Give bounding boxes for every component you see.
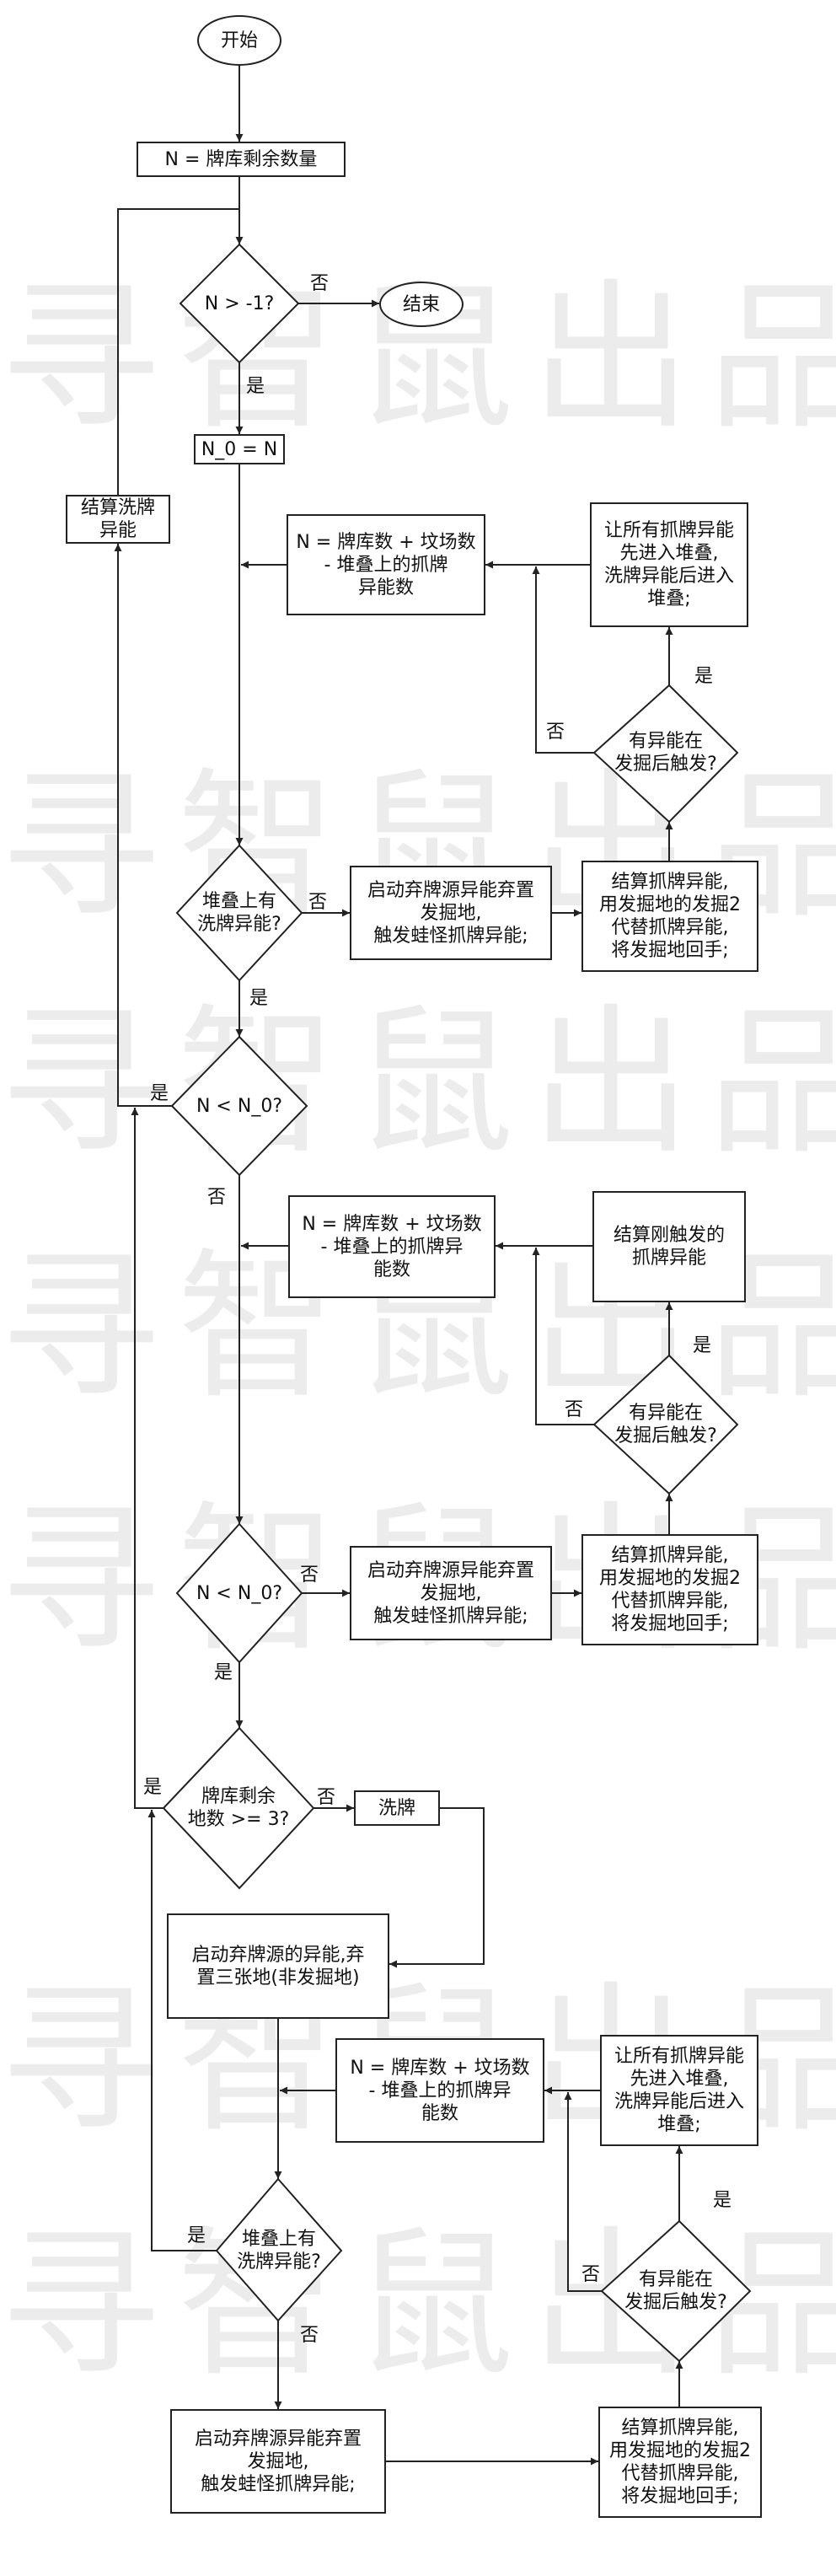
decision-diamond xyxy=(179,243,300,364)
discard-box-1: 启动弃牌源异能弃置 发掘地, 触发蛙怪抓牌异能; xyxy=(350,866,552,960)
settle-draw-box-3: 结算抓牌异能, 用发掘地的发掘2 代替抓牌异能, 将发掘地回手; xyxy=(598,2407,762,2518)
stack-order-box-1: 让所有抓牌异能 先进入堆叠, 洗牌异能后进入 堆叠; xyxy=(590,502,748,627)
end-node: 结束 xyxy=(379,282,464,327)
branch-label-yes: 是 xyxy=(214,1662,233,1683)
branch-label-yes: 是 xyxy=(693,1335,712,1356)
branch-label-no: 否 xyxy=(308,892,328,913)
branch-label-no: 否 xyxy=(300,1564,319,1586)
branch-label-yes: 是 xyxy=(694,666,714,687)
decision-diamond xyxy=(170,1035,308,1177)
branch-label-yes: 是 xyxy=(246,376,265,397)
decision-diamond xyxy=(162,1726,315,1890)
branch-label-no: 否 xyxy=(310,273,330,294)
decision-diamond xyxy=(600,2219,752,2363)
decision-text: 有异能在 发掘后触发? xyxy=(614,731,717,775)
recount-box-3: N = 牌库数 + 坟场数 - 堆叠上的抓牌异 能数 xyxy=(335,2038,544,2143)
decision-diamond xyxy=(175,1522,303,1664)
decision-text: N < N_0? xyxy=(196,1582,282,1604)
decision-text: 堆叠上有 洗牌异能? xyxy=(237,2229,321,2273)
decision-diamond xyxy=(175,844,303,982)
settle-draw-box-2: 结算抓牌异能, 用发掘地的发掘2 代替抓牌异能, 将发掘地回手; xyxy=(581,1534,758,1645)
branch-label-no: 否 xyxy=(565,1399,584,1420)
branch-label-yes: 是 xyxy=(143,1777,163,1798)
discard-box-3: 启动弃牌源异能弃置 发掘地, 触发蛙怪抓牌异能; xyxy=(170,2409,386,2514)
decision-text: N < N_0? xyxy=(196,1095,282,1117)
decision-diamond xyxy=(592,684,739,824)
decision-text: 堆叠上有 洗牌异能? xyxy=(197,891,281,935)
stack-order-box-2: 让所有抓牌异能 先进入堆叠, 洗牌异能后进入 堆叠; xyxy=(600,2035,758,2146)
decision-text: 有异能在 发掘后触发? xyxy=(614,1403,717,1446)
start-node: 开始 xyxy=(197,15,281,66)
decision-text: N > -1? xyxy=(204,292,275,314)
init-count-box: N = 牌库剩余数量 xyxy=(137,142,346,177)
branch-label-no: 否 xyxy=(581,2264,601,2285)
discard-three-box: 启动弃牌源的异能,弃 置三张地(非发掘地) xyxy=(167,1913,389,2019)
recount-box-1: N = 牌库数 + 坟场数 - 堆叠上的抓牌 异能数 xyxy=(287,514,485,615)
settle-just-box: 结算刚触发的 抓牌异能 xyxy=(592,1191,746,1302)
branch-label-yes: 是 xyxy=(150,1083,169,1104)
decision-text: 有异能在 发掘后触发? xyxy=(624,2269,727,2313)
decision-text: 牌库剩余 地数 >= 3? xyxy=(187,1786,290,1830)
decision-diamond xyxy=(592,1354,739,1495)
branch-label-yes: 是 xyxy=(249,988,269,1009)
branch-label-no: 否 xyxy=(300,2325,319,2346)
settle-shuffle-box: 结算洗牌 异能 xyxy=(66,495,170,544)
branch-label-no: 否 xyxy=(207,1187,227,1208)
n0-assign-box: N_0 = N xyxy=(194,434,285,464)
decision-diamond xyxy=(215,2177,343,2322)
branch-label-no: 否 xyxy=(317,1787,336,1808)
branch-label-yes: 是 xyxy=(187,2225,206,2246)
settle-draw-box-1: 结算抓牌异能, 用发掘地的发掘2 代替抓牌异能, 将发掘地回手; xyxy=(581,861,758,972)
branch-label-yes: 是 xyxy=(713,2190,732,2211)
shuffle-box: 洗牌 xyxy=(354,1790,440,1826)
discard-box-2: 启动弃牌源异能弃置 发掘地, 触发蛙怪抓牌异能; xyxy=(350,1546,552,1640)
branch-label-no: 否 xyxy=(546,722,565,743)
recount-box-2: N = 牌库数 + 坟场数 - 堆叠上的抓牌异 能数 xyxy=(288,1195,496,1298)
